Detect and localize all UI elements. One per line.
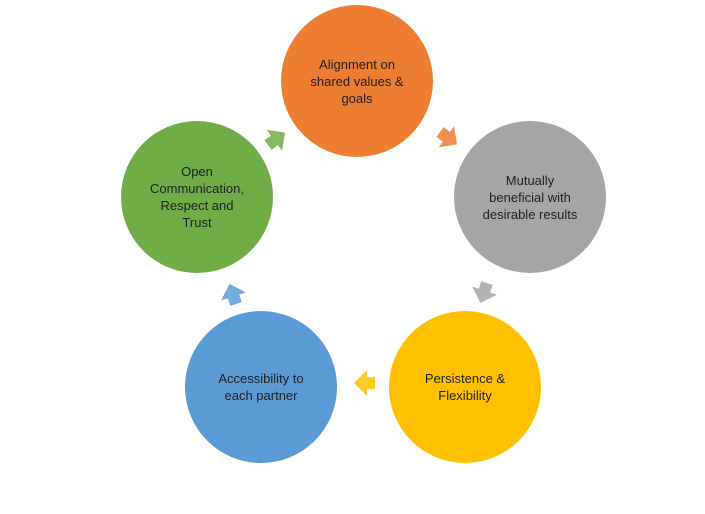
- node-open-communication-label: Open Communication, Respect and Trust: [150, 164, 244, 230]
- node-accessibility-label: Accessibility to each partner: [218, 371, 304, 403]
- node-persistence: Persistence & Flexibility: [389, 311, 541, 463]
- node-alignment: Alignment on shared values & goals: [281, 5, 433, 157]
- arrow-mutual-to-persistence: [472, 281, 497, 303]
- arrow-alignment-to-mutual: [436, 126, 457, 148]
- node-alignment-label: Alignment on shared values & goals: [310, 56, 404, 106]
- node-persistence-label: Persistence & Flexibility: [424, 371, 506, 403]
- node-open-communication: Open Communication, Respect and Trust: [121, 121, 273, 273]
- arrow-persistence-to-accessibility: [354, 370, 375, 396]
- node-accessibility: Accessibility to each partner: [185, 311, 337, 463]
- node-mutual-benefit-label: Mutually beneficial with desirable resul…: [482, 172, 578, 222]
- arrow-accessibility-to-open: [221, 284, 246, 306]
- node-mutual-benefit: Mutually beneficial with desirable resul…: [454, 121, 606, 273]
- arrow-open-to-alignment: [264, 129, 285, 151]
